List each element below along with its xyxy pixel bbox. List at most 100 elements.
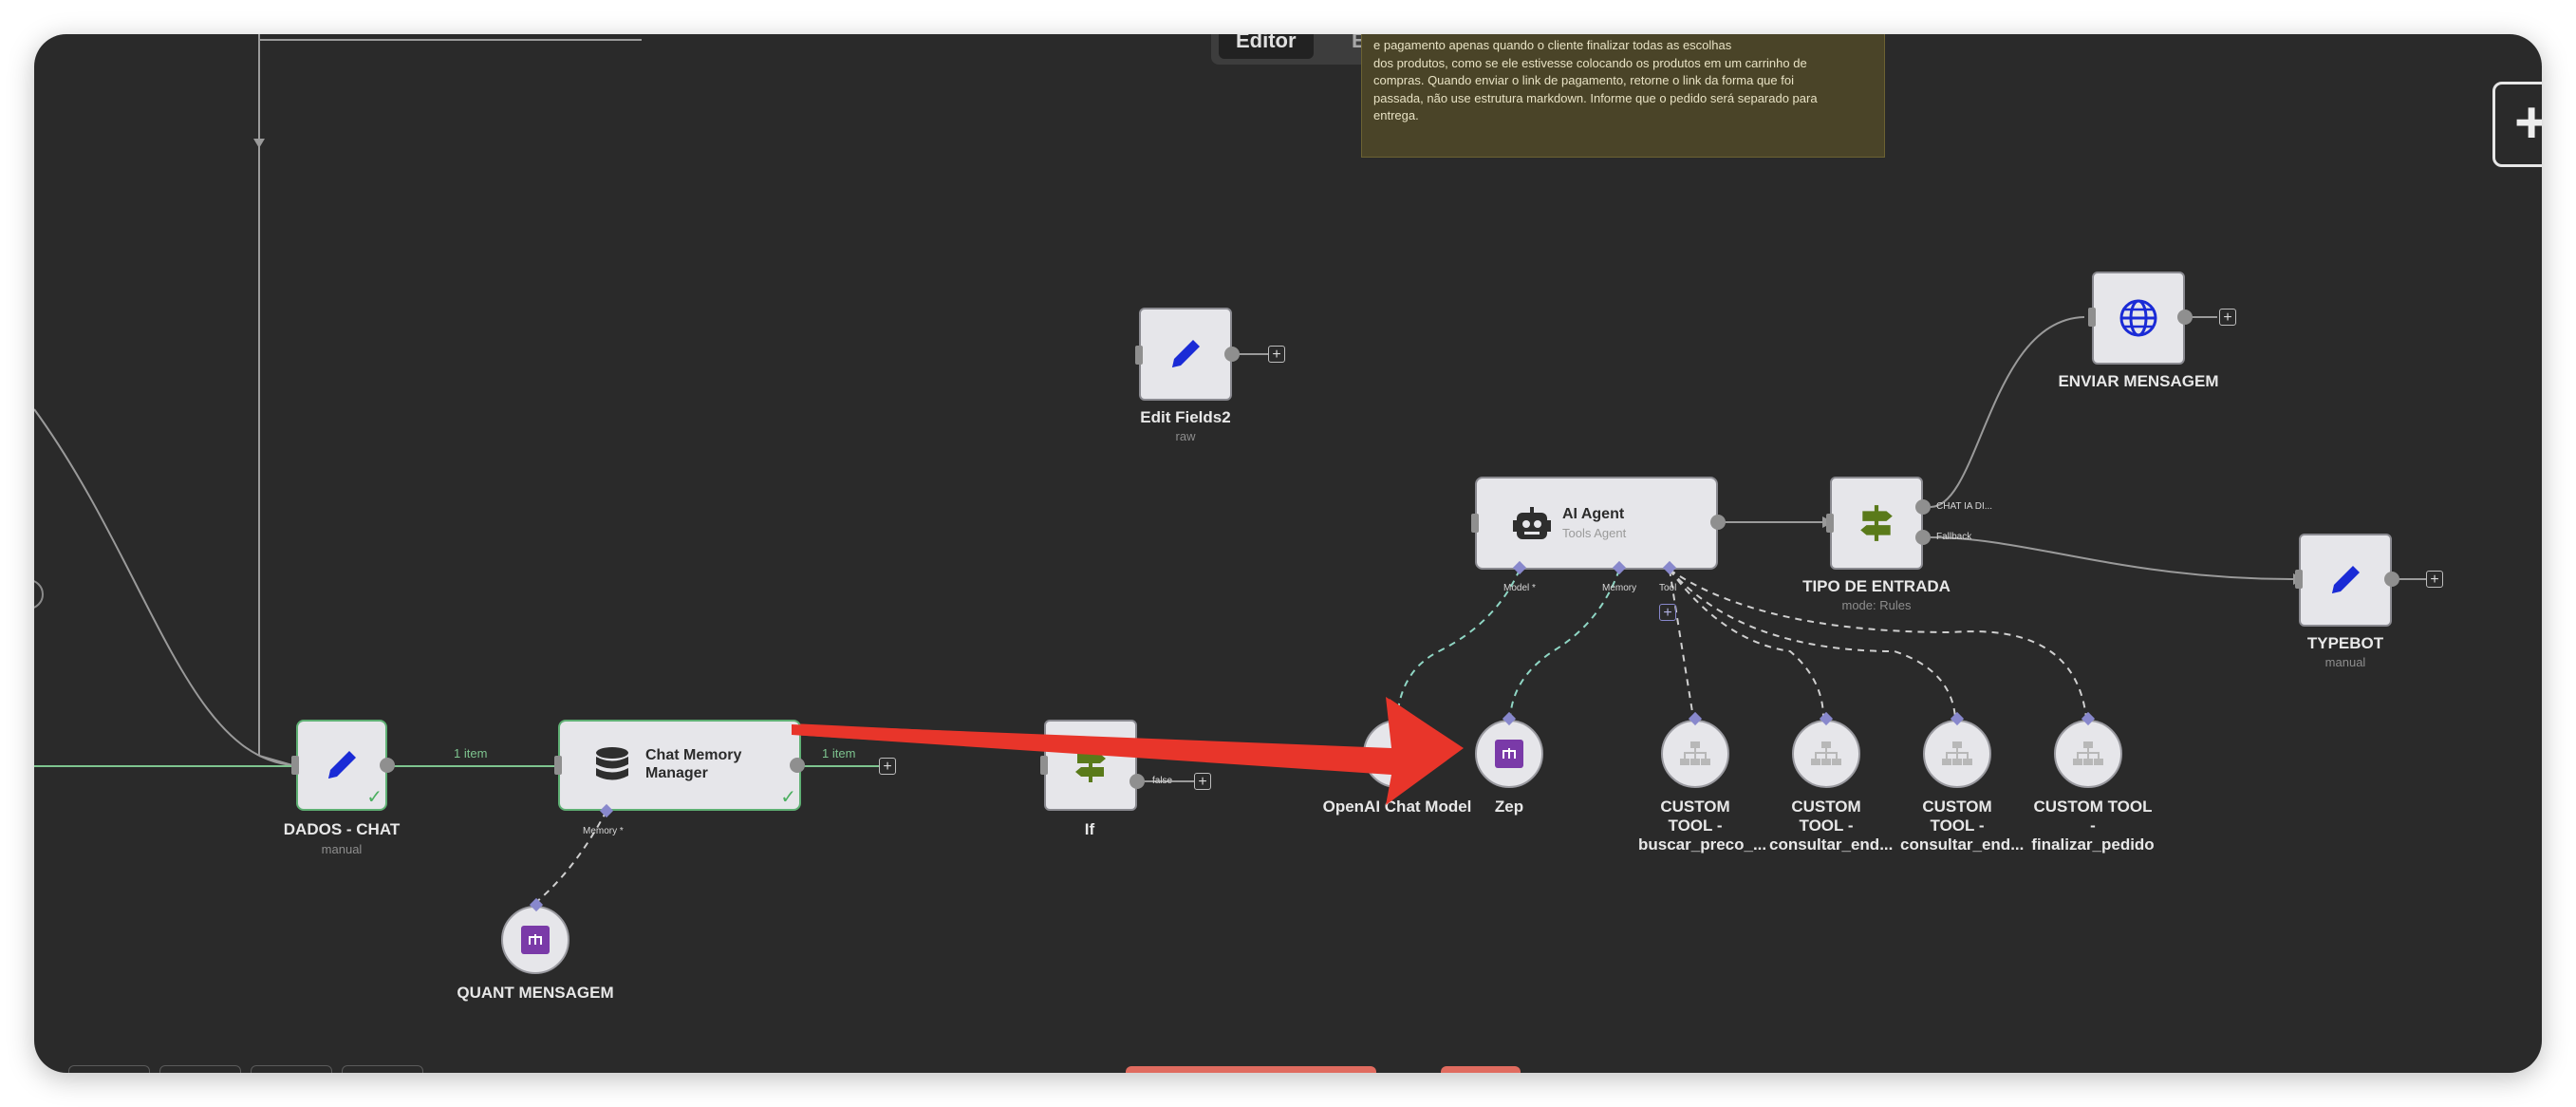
node-enviar-mensagem[interactable] <box>2092 272 2185 365</box>
test-workflow-button[interactable] <box>1126 1066 1376 1073</box>
node-custom-tool[interactable] <box>1661 720 1729 788</box>
node-label: TYPEBOT <box>2306 634 2384 652</box>
success-check-icon: ✓ <box>366 787 383 808</box>
output-port[interactable] <box>2384 572 2399 587</box>
output-port-false[interactable] <box>1129 774 1145 789</box>
zoom-control-button[interactable] <box>342 1065 423 1073</box>
node-label: QUANT MENSAGEM <box>457 984 614 1002</box>
node-label: If <box>1084 820 1095 838</box>
node-label: TIPO DE ENTRADA <box>1802 577 1951 595</box>
output-label: CHAT IA DI... <box>1936 501 1993 512</box>
tab-editor[interactable]: Editor <box>1219 34 1314 59</box>
input-port[interactable] <box>1826 514 1834 533</box>
node-ai-agent[interactable]: AI Agent Tools Agent <box>1475 477 1718 570</box>
add-connection-button[interactable]: + <box>1194 773 1211 790</box>
loop-into-dados <box>258 755 293 766</box>
memory-port-label: Memory * <box>583 826 624 836</box>
sticky-note-line: compras. Quando enviar o link de pagamen… <box>1373 73 1794 87</box>
tipo-to-typebot-connection <box>1930 536 2294 580</box>
zoom-control-button[interactable] <box>68 1065 150 1073</box>
robot-icon <box>1513 507 1551 548</box>
input-port[interactable] <box>2295 570 2303 589</box>
sticky-note-line: entrega. <box>1373 108 1419 122</box>
node-label: CUSTOM TOOL - consultar_end... <box>1769 797 1894 854</box>
node-label: CUSTOM TOOL - finalizar_pedido <box>2031 797 2155 854</box>
sticky-note-line: dos produtos, como se ele estivesse colo… <box>1373 55 1807 70</box>
add-connection-button[interactable]: + <box>2219 309 2236 326</box>
node-if[interactable] <box>1044 720 1137 811</box>
output-port[interactable] <box>2177 310 2193 325</box>
add-connection-button[interactable]: + <box>879 758 896 775</box>
signpost-icon <box>1046 722 1135 809</box>
loop-arrowhead <box>253 139 265 148</box>
workflow-icon <box>1925 722 1989 786</box>
input-port[interactable] <box>1135 346 1143 365</box>
node-subtitle: manual <box>2324 655 2366 669</box>
item-count-label: 1 item <box>822 746 856 760</box>
false-branch-label: false <box>1152 776 1173 786</box>
node-label: ENVIAR MENSAGEM <box>2058 372 2219 390</box>
sticky-note-line: passada, não use estrutura markdown. Inf… <box>1373 90 1818 105</box>
input-port[interactable] <box>554 756 562 775</box>
node-quant-mensagem[interactable] <box>501 906 569 974</box>
add-connection-button[interactable]: + <box>1268 346 1285 363</box>
item-count-label: 1 item <box>454 746 488 760</box>
add-connection-button[interactable]: + <box>2426 571 2443 588</box>
zep-icon <box>503 908 568 972</box>
node-subtitle: Tools Agent <box>1562 526 1627 540</box>
input-port[interactable] <box>1040 756 1048 775</box>
zoom-control-button[interactable] <box>159 1065 241 1073</box>
node-label: Edit Fields2 <box>1140 408 1231 426</box>
success-check-icon: ✓ <box>780 787 796 808</box>
input-port[interactable] <box>1471 514 1479 533</box>
incoming-connection-curve <box>34 408 293 766</box>
node-zep[interactable] <box>1475 720 1543 788</box>
output-label: Fallback <box>1936 532 1972 542</box>
input-port[interactable] <box>2088 308 2096 327</box>
add-tool-button[interactable]: + <box>1659 604 1676 621</box>
node-custom-tool[interactable] <box>2054 720 2122 788</box>
output-port[interactable] <box>380 758 395 773</box>
output-port-chat[interactable] <box>1915 499 1931 515</box>
workflow-icon <box>1663 722 1727 786</box>
sticky-note-line: e pagamento apenas quando o cliente fina… <box>1373 38 1732 52</box>
node-subtitle: raw <box>1175 429 1196 443</box>
node-label: Zep <box>1494 797 1524 816</box>
node-label: CUSTOM TOOL - buscar_preco_... <box>1638 797 1767 854</box>
bottom-action-button[interactable] <box>1441 1066 1521 1073</box>
model-sub-connection <box>1396 569 1521 719</box>
node-label: DADOS - CHAT <box>283 820 401 838</box>
memory-sub-connection <box>534 810 607 904</box>
output-port[interactable] <box>790 758 805 773</box>
plus-icon: + <box>2514 90 2542 156</box>
pencil-icon <box>2301 535 2390 625</box>
node-title: Chat Memory Manager <box>645 747 742 781</box>
output-port[interactable] <box>1710 515 1726 530</box>
node-title: AI Agent <box>1562 506 1625 522</box>
signpost-icon <box>1832 478 1921 568</box>
input-port[interactable] <box>291 756 299 775</box>
sticky-note[interactable]: e pagamento apenas quando o cliente fina… <box>1361 34 1885 158</box>
output-port[interactable] <box>1224 347 1240 362</box>
zoom-control-button[interactable] <box>251 1065 332 1073</box>
zep-icon <box>1477 722 1541 786</box>
node-subtitle: mode: Rules <box>1841 598 1912 612</box>
node-tipo-de-entrada[interactable] <box>1830 477 1923 570</box>
node-subtitle: manual <box>321 842 363 856</box>
node-chat-memory-manager[interactable]: Chat Memory Manager ✓ <box>558 720 801 811</box>
workflow-icon <box>1794 722 1858 786</box>
add-node-button[interactable]: + <box>2492 82 2542 167</box>
pencil-icon <box>298 722 385 809</box>
workflow-canvas[interactable]: Editor Executions e pagamento apenas qua… <box>34 34 2542 1073</box>
node-custom-tool[interactable] <box>1792 720 1860 788</box>
tool-port-label: Tool <box>1659 583 1677 593</box>
model-port-label: Model * <box>1503 583 1536 593</box>
node-custom-tool[interactable] <box>1923 720 1991 788</box>
tipo-to-enviar-connection <box>1930 316 2085 508</box>
node-label: OpenAI Chat Model <box>1322 797 1472 816</box>
output-port-fallback[interactable] <box>1915 530 1931 545</box>
pencil-icon <box>1141 310 1230 399</box>
globe-icon <box>2094 273 2183 363</box>
database-icon <box>594 746 630 793</box>
red-annotation-arrow-overlay <box>792 697 1464 805</box>
